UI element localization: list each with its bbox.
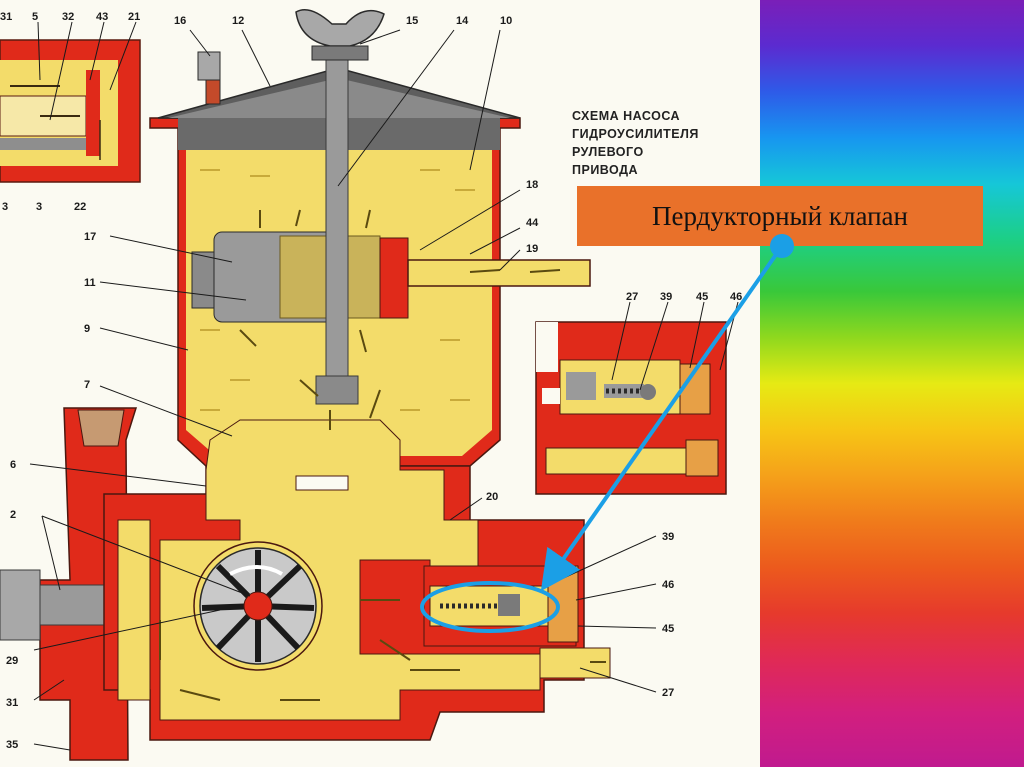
part-labels: 31 5 32 43 21 16 12 15 14 10 3 3 22 18 4… xyxy=(0,11,742,751)
part-label-46: 46 xyxy=(662,579,674,591)
part-label-22: 22 xyxy=(74,201,86,213)
part-label-29: 29 xyxy=(6,655,18,667)
inset-label-45: 45 xyxy=(696,291,708,303)
part-label-11: 11 xyxy=(84,277,96,289)
part-label-31: 31 xyxy=(0,11,12,23)
part-label-39: 39 xyxy=(662,531,674,543)
part-label-3b: 3 xyxy=(36,201,42,213)
part-label-5: 5 xyxy=(32,11,38,23)
inset-detail-valve xyxy=(535,321,727,495)
diagram-title: СХЕМА НАСОСА ГИДРОУСИЛИТЕЛЯ РУЛЕВОГО ПРИ… xyxy=(572,109,699,177)
part-label-6: 6 xyxy=(10,459,16,471)
pump-body xyxy=(0,209,611,761)
part-label-16: 16 xyxy=(174,15,186,27)
part-label-43: 43 xyxy=(96,11,108,23)
reservoir xyxy=(149,9,591,467)
part-label-15: 15 xyxy=(406,15,418,27)
part-label-31b: 31 xyxy=(6,697,18,709)
rainbow-gradient-panel xyxy=(760,0,1024,767)
pump-schematic: СХЕМА НАСОСА ГИДРОУСИЛИТЕЛЯ РУЛЕВОГО ПРИ… xyxy=(0,9,742,761)
part-label-45: 45 xyxy=(662,623,674,635)
part-label-44: 44 xyxy=(526,217,539,229)
callout-box: Пердукторный клапан xyxy=(577,186,983,246)
part-label-12: 12 xyxy=(232,15,244,27)
part-label-17: 17 xyxy=(84,231,96,243)
part-label-7: 7 xyxy=(84,379,90,391)
inset-label-27: 27 xyxy=(626,291,638,303)
part-label-10: 10 xyxy=(500,15,512,27)
part-label-27: 27 xyxy=(662,687,674,699)
part-label-32: 32 xyxy=(62,11,74,23)
pump-diagram: СХЕМА НАСОСА ГИДРОУСИЛИТЕЛЯ РУЛЕВОГО ПРИ… xyxy=(0,0,760,767)
title-line-4: ПРИВОДА xyxy=(572,163,638,177)
part-label-20: 20 xyxy=(486,491,498,503)
inset-label-39: 39 xyxy=(660,291,672,303)
title-line-1: СХЕМА НАСОСА xyxy=(572,109,680,123)
part-label-18: 18 xyxy=(526,179,538,191)
part-label-19: 19 xyxy=(526,243,538,255)
part-label-3a: 3 xyxy=(2,201,8,213)
inset-label-46: 46 xyxy=(730,291,742,303)
part-label-2: 2 xyxy=(10,509,16,521)
part-label-21: 21 xyxy=(128,11,140,23)
part-label-35: 35 xyxy=(6,739,18,751)
inset-detail-top-left xyxy=(0,39,141,183)
part-label-14: 14 xyxy=(456,15,469,27)
part-label-9: 9 xyxy=(84,323,90,335)
callout-text: Пердукторный клапан xyxy=(652,200,908,231)
title-line-3: РУЛЕВОГО xyxy=(572,145,644,159)
title-line-2: ГИДРОУСИЛИТЕЛЯ xyxy=(572,127,699,141)
